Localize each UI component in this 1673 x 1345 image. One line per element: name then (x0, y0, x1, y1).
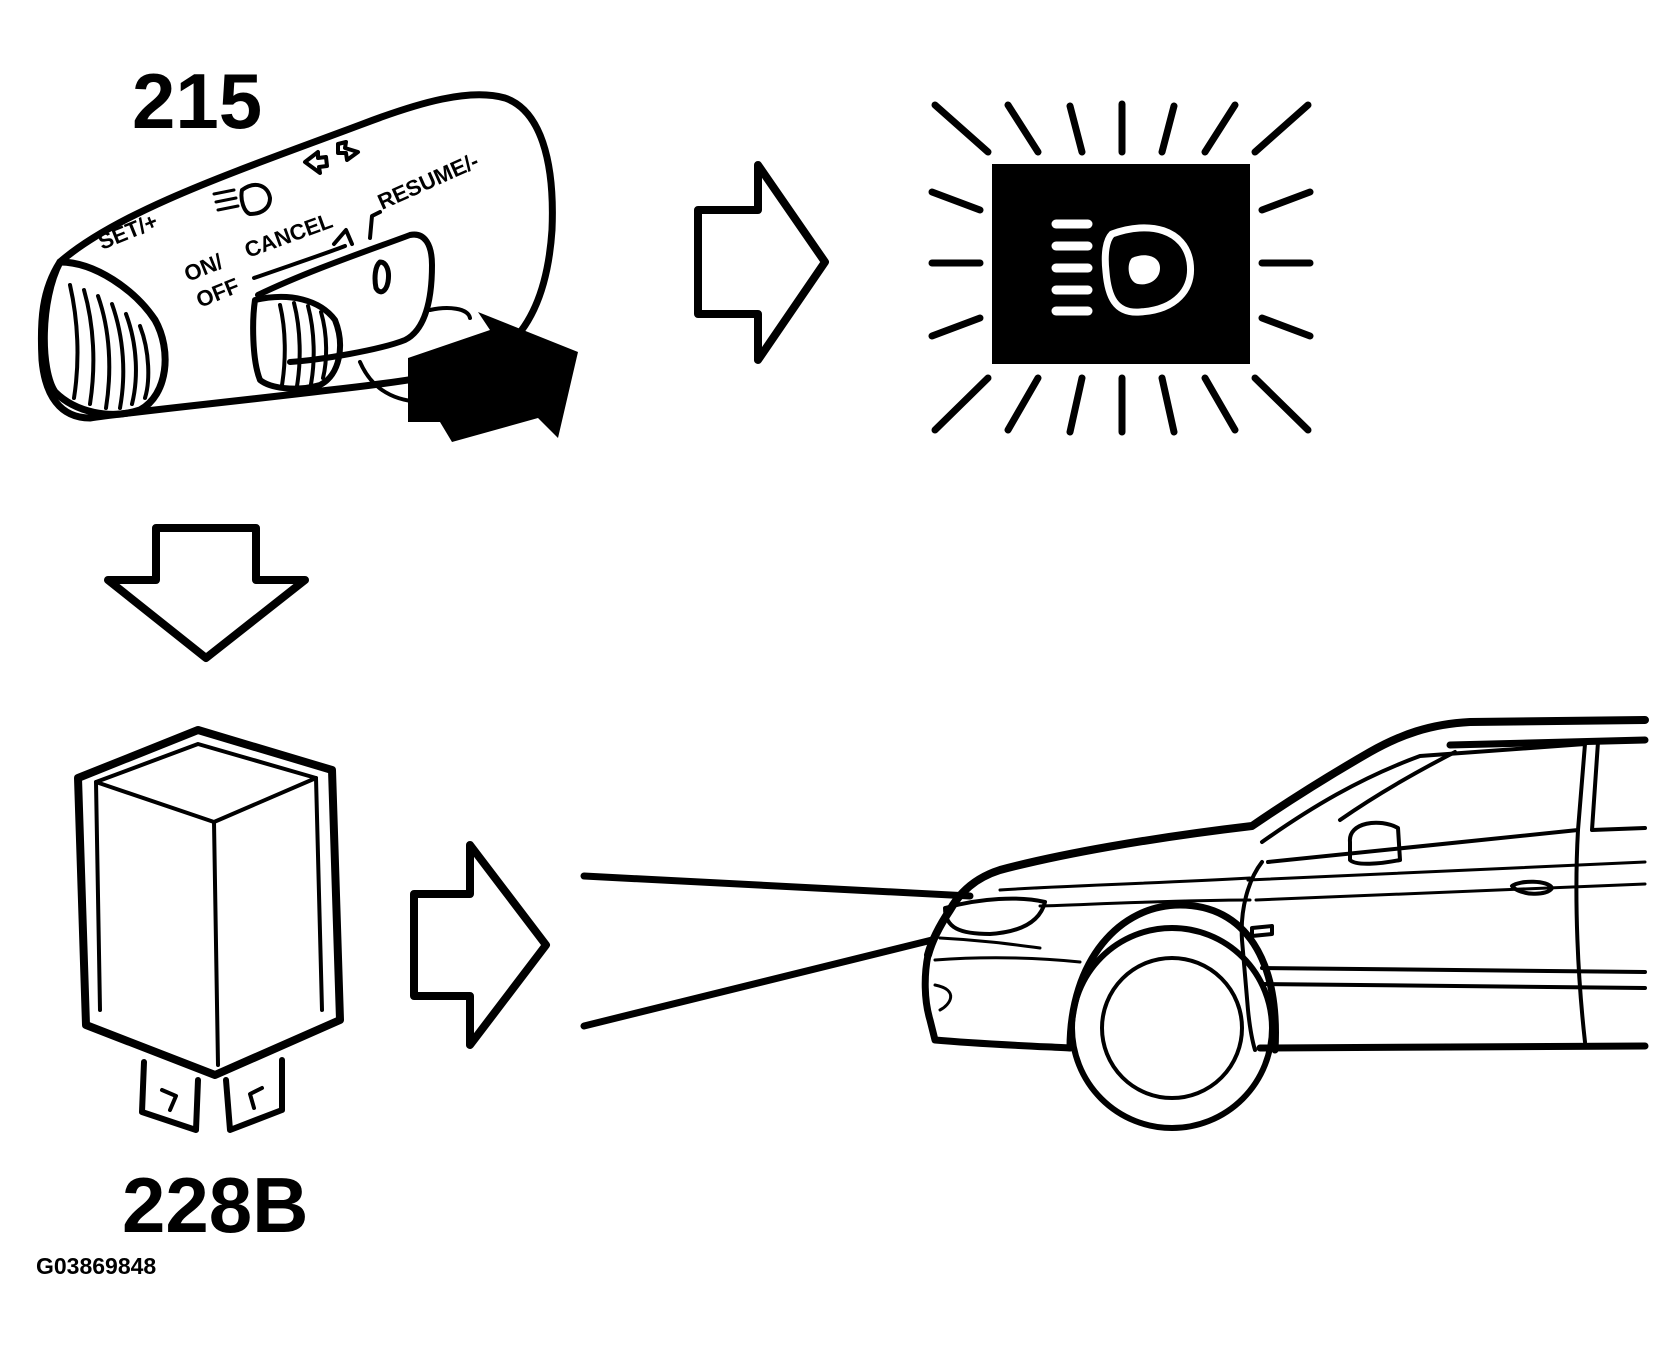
relay-id-label: 228B (122, 1161, 308, 1249)
beam-line-lower (580, 936, 936, 1030)
figure-code-label: G03869848 (36, 1253, 156, 1279)
beam-line-upper (580, 872, 974, 900)
hollow-arrow-down (104, 524, 309, 662)
high-beam-indicator-icon (928, 100, 1314, 436)
resume-minus-label: RESUME/- (374, 148, 482, 215)
hollow-arrow-right-top (694, 161, 829, 364)
hollow-arrow-right-bottom (410, 841, 550, 1049)
stalk-turn-arrows-icon (303, 140, 360, 175)
stalk-id-label: 215 (132, 57, 262, 145)
solid-arrow-icon (408, 312, 578, 442)
car-front-icon (921, 716, 1649, 1131)
stalk-headlight-icon (212, 182, 272, 216)
relay-icon (74, 726, 344, 1133)
